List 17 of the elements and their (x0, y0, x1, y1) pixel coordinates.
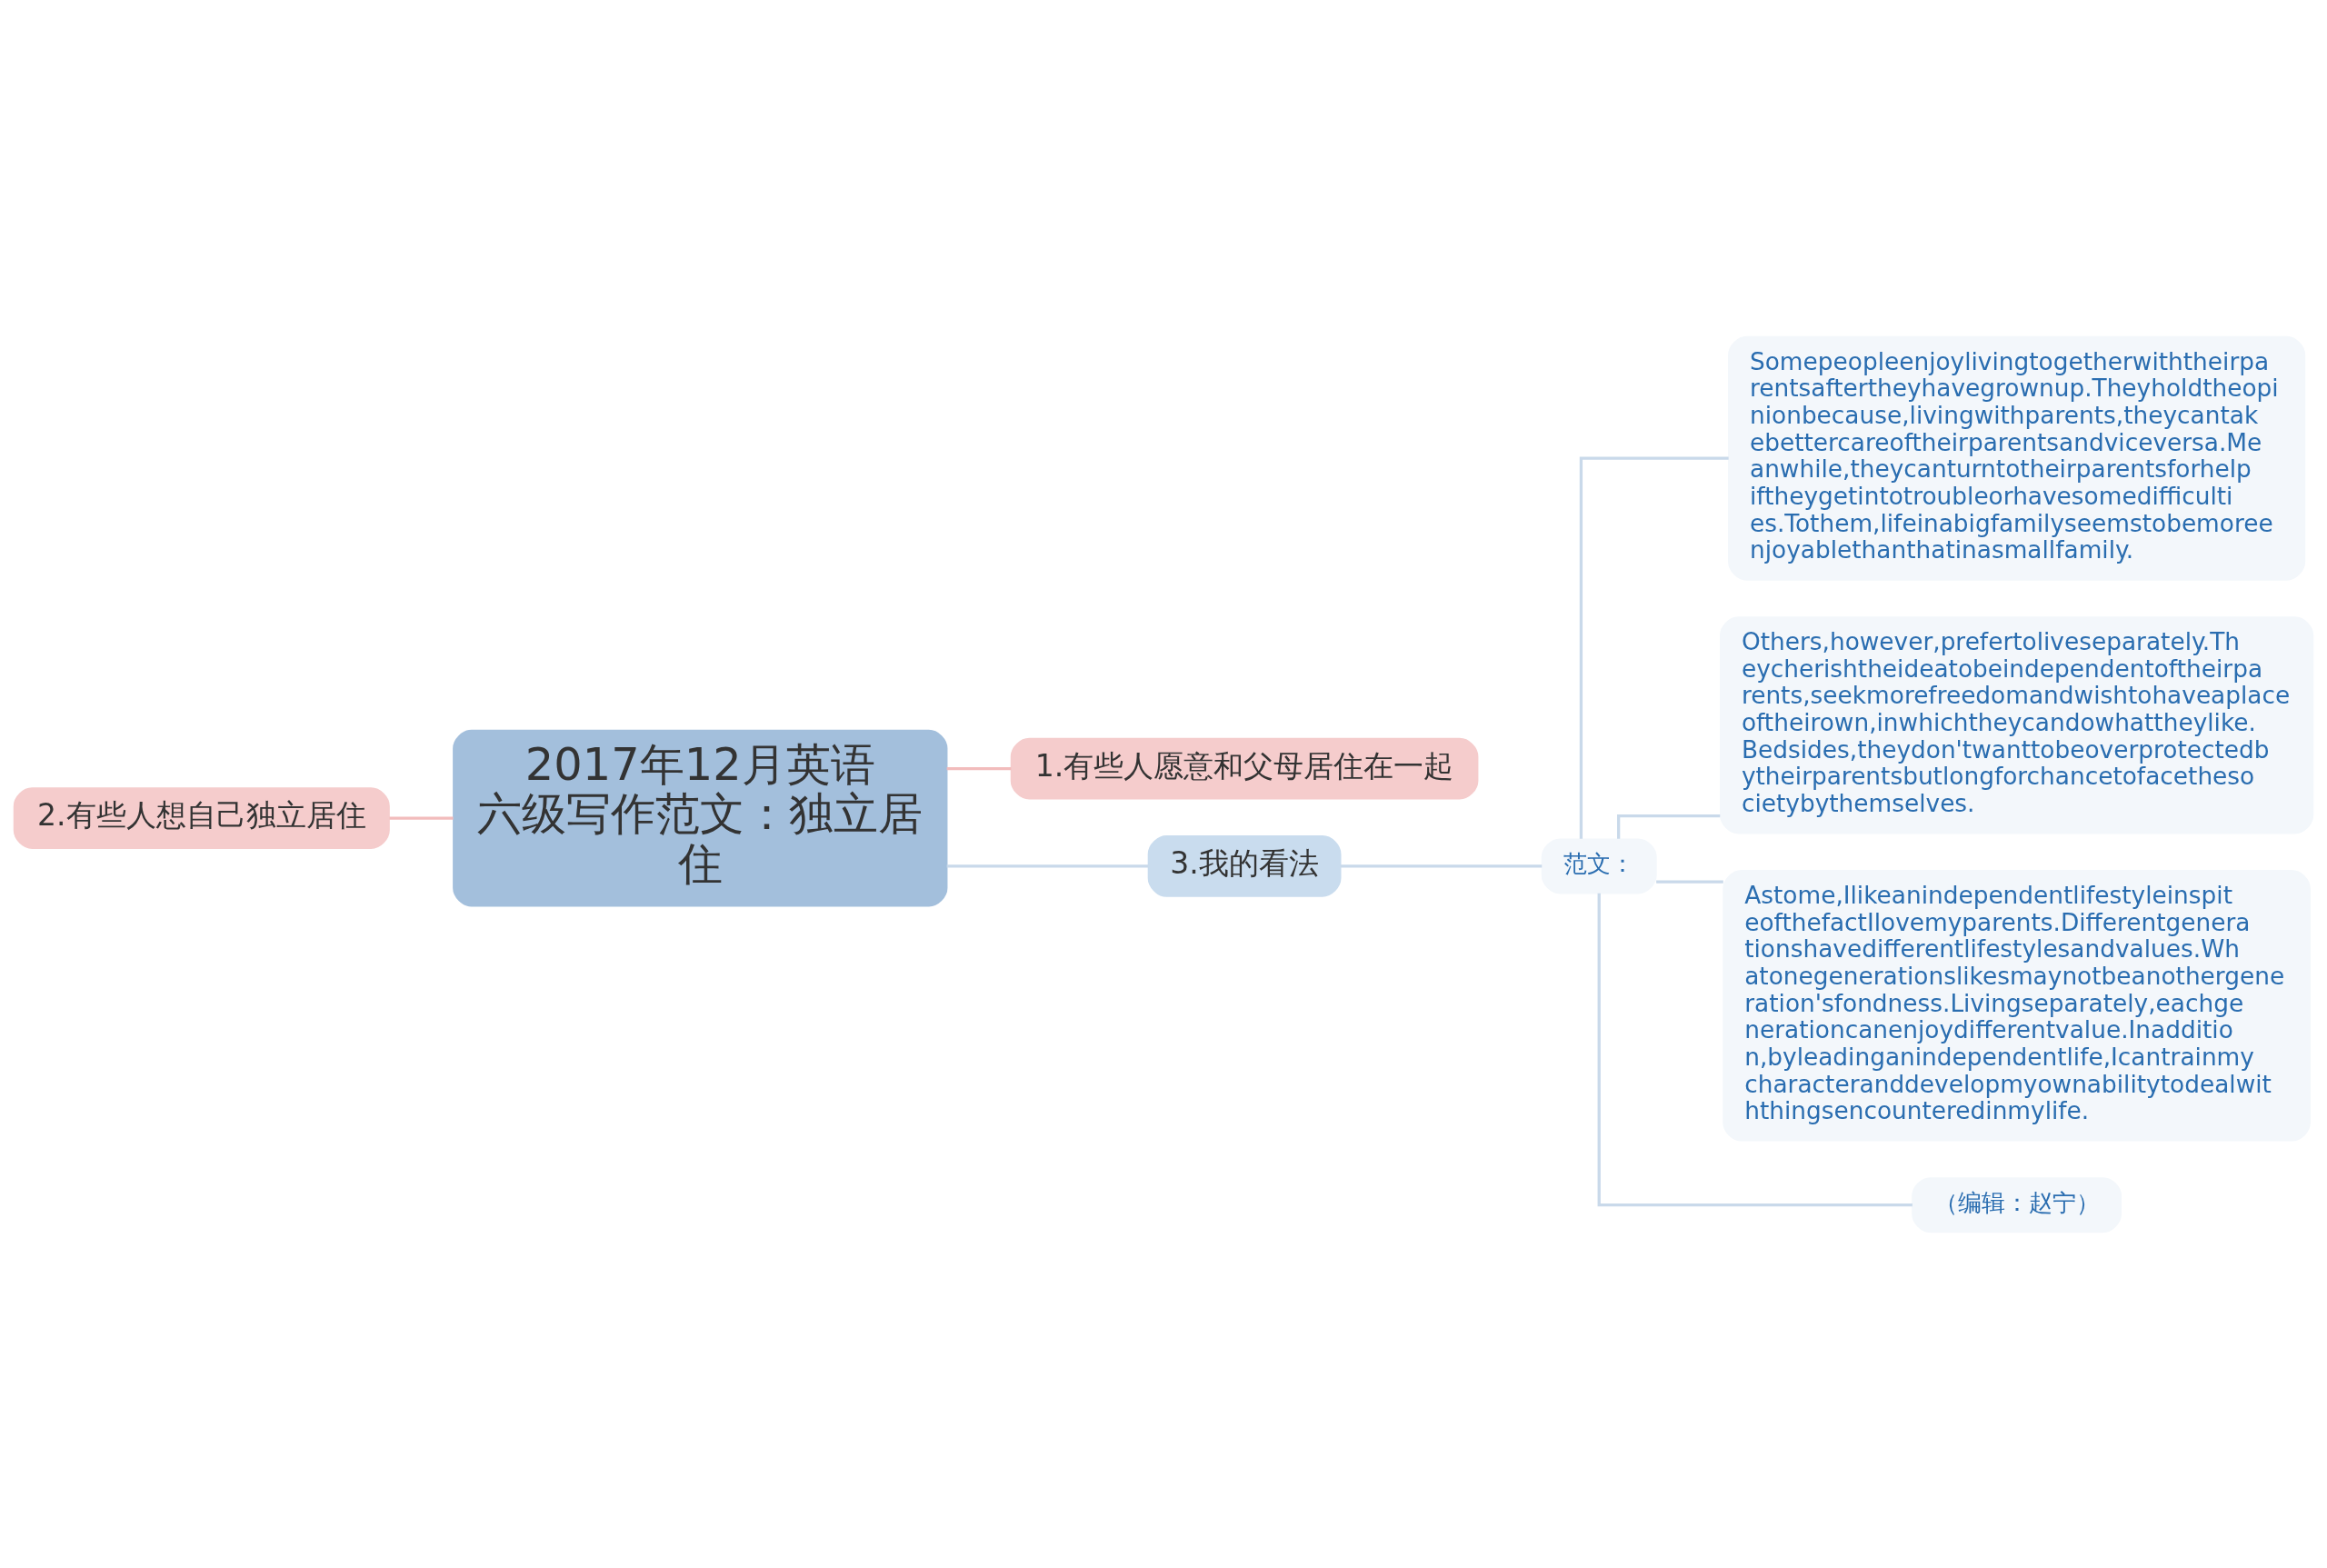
node-box: Astome,IlikeanindependentlifestyleinspiteofthefactIlovemyparents.Differentgenerationshavedifferentlifestylesandvalues.Whatonegenerationslikesmaynotbeanothergeneration'sfondness.Livingseparately,eachgenerationcanenjoydifferentvalue.Inaddition,byleadinganindependentlife,Icantrainmycharacteranddevelopmyownabilitytodealwiththingsencounteredinmylife. (1723, 869, 2311, 1142)
node-box: 范文： (1541, 837, 1657, 894)
connector (389, 815, 454, 820)
node-box: 2017年12月英语六级写作范文：独立居住 (453, 729, 948, 906)
node-box: 1.有些人愿意和父母居住在一起 (1010, 737, 1479, 799)
connector (1579, 456, 1729, 839)
connector (1656, 880, 1723, 884)
connector (946, 766, 1012, 770)
connector (946, 864, 1149, 868)
node-box: Somepeopleenjoylivingtogetherwiththeirparentsaftertheyhavegrownup.Theyholdtheopinionbecause,livingwithparents,theycantakebettercareoftheirparentsandviceversa.Meanwhile,theycanturntotheirparentsforhelpiftheygetintotroubleorhavesomedifficulties.Tothem,lifeinabigfamilyseemstobemoreenjoyablethanthatinasmallfamily. (1728, 335, 2306, 581)
node-box: 3.我的看法 (1147, 834, 1342, 897)
node-box: （编辑：赵宁） (1912, 1176, 2122, 1233)
node-box: Others,however,prefertoliveseparately.Theycherishtheideatobeindependentoftheirparents,seekmorefreedomandwishtohaveaplaceoftheirown,inwhichtheycandowhattheylike.Bedsides,theydon'twanttobeoverprotectedbytheirparentsbutlongforchancetofacethesocietybythemselves. (1720, 615, 2314, 834)
connector (1597, 893, 1913, 1206)
node-box: 2.有些人想自己独立居住 (13, 786, 390, 849)
connector (1340, 864, 1543, 868)
connector (1617, 814, 1721, 839)
